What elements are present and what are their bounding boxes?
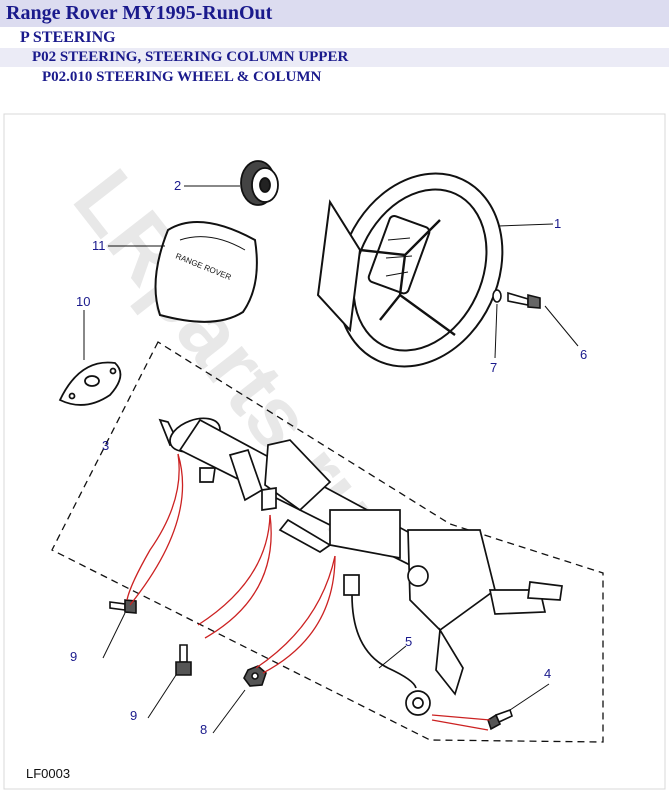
wheel-screw: [492, 289, 541, 309]
callout-8: 8: [200, 722, 207, 737]
diagram-frame: [3, 113, 666, 790]
harness: [343, 574, 431, 716]
callout-1: 1: [554, 216, 561, 231]
callout-3: 3: [102, 438, 109, 453]
callout-labels: 1 2 3 4 5 6 7 8 9 9 10 11: [70, 178, 587, 737]
screw-4: [487, 708, 513, 731]
callout-10: 10: [76, 294, 90, 309]
bolt-9b: [175, 644, 192, 676]
parts-diagram: LRparts.ru RANGE ROVER: [3, 113, 666, 790]
callout-6: 6: [580, 347, 587, 362]
bolt-9a: [109, 599, 137, 614]
callout-9a: 9: [70, 649, 77, 664]
nut-8: [243, 665, 267, 687]
callout-5: 5: [405, 634, 412, 649]
callout-2: 2: [174, 178, 181, 193]
horn-contact: [240, 160, 279, 206]
red-leader-lines: [126, 453, 491, 731]
callout-7: 7: [490, 360, 497, 375]
gasket-plate: [58, 361, 122, 406]
column-assembly-outline: [51, 341, 604, 743]
callout-11: 11: [92, 238, 106, 253]
breadcrumb-section[interactable]: P STEERING: [0, 29, 669, 47]
steering-column: [158, 417, 563, 696]
watermark-text: LRparts.ru: [55, 153, 398, 555]
callout-9b: 9: [130, 708, 137, 723]
callout-4: 4: [544, 666, 551, 681]
diagram-code: LF0003: [26, 766, 70, 781]
breadcrumb-subgroup: P02.010 STEERING WHEEL & COLUMN: [0, 68, 669, 86]
airbag-module: RANGE ROVER: [154, 221, 258, 323]
callout-leaders: [83, 185, 579, 734]
breadcrumb-group[interactable]: P02 STEERING, STEERING COLUMN UPPER: [0, 48, 669, 67]
steering-wheel: [316, 172, 504, 368]
page-title: Range Rover MY1995-RunOut: [0, 0, 669, 27]
